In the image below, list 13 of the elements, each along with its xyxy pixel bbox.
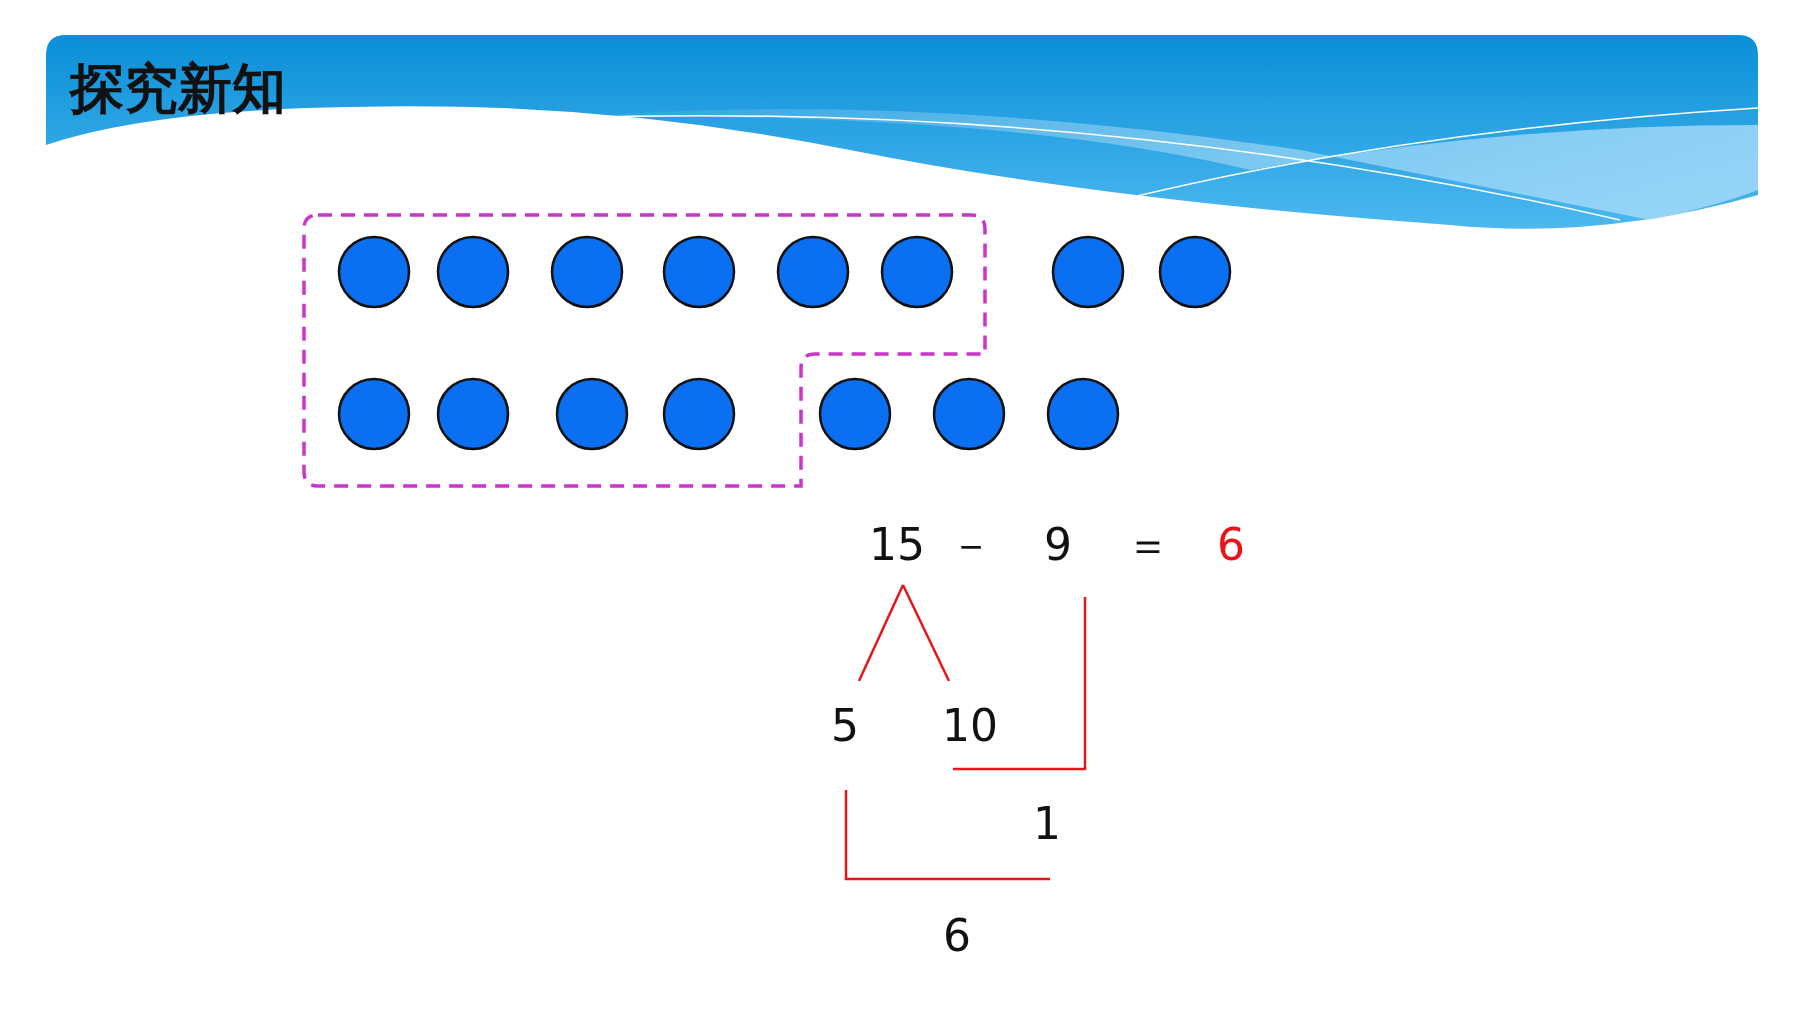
number: 5 [831, 704, 859, 748]
answer-number: 6 [1217, 523, 1245, 567]
bracket-line [953, 597, 1087, 771]
number: 10 [942, 704, 998, 748]
split-line [857, 584, 905, 682]
equals-sign: ＝ [1126, 523, 1170, 567]
number: 1 [1033, 802, 1061, 846]
slide-title: 探究新知 [70, 62, 286, 116]
minus-sign: － [949, 523, 993, 567]
split-line [901, 584, 951, 682]
bracket-line [844, 790, 1050, 881]
number: 15 [869, 523, 925, 567]
number: 9 [1044, 523, 1072, 567]
